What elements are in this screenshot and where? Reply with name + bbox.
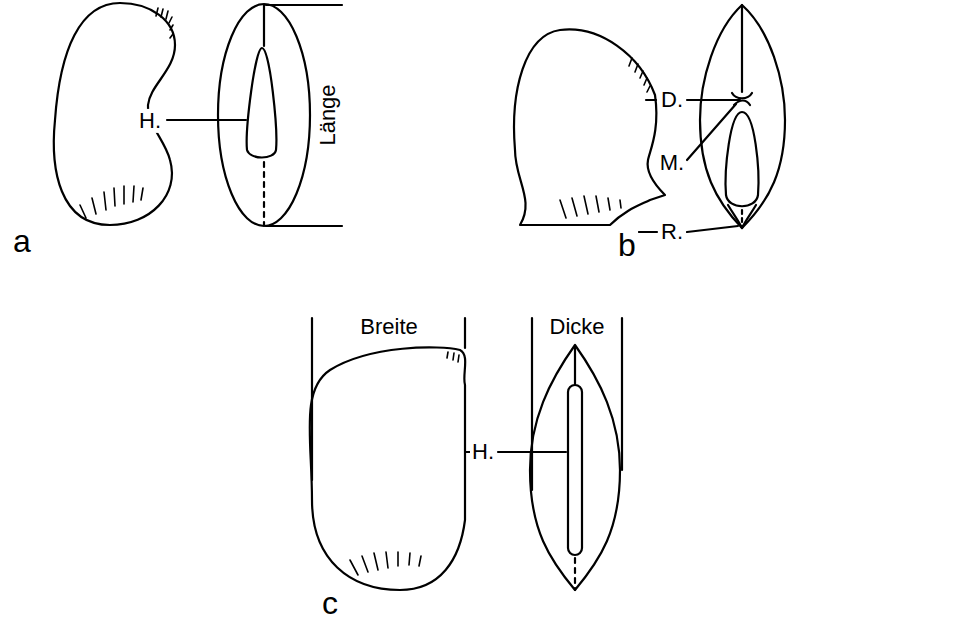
part-label: H.	[137, 109, 163, 133]
figure-letter: c	[320, 586, 340, 621]
part-label: M.	[658, 151, 686, 175]
part-label: H.	[470, 440, 496, 464]
figure-letter: b	[616, 228, 638, 263]
dimension-label: Breite	[358, 315, 419, 339]
dimension-label: Länge	[316, 82, 340, 147]
part-label: D.	[659, 88, 685, 112]
figure-letter: a	[11, 224, 33, 259]
part-label: R.	[659, 220, 685, 244]
dimension-label: Dicke	[547, 315, 606, 339]
